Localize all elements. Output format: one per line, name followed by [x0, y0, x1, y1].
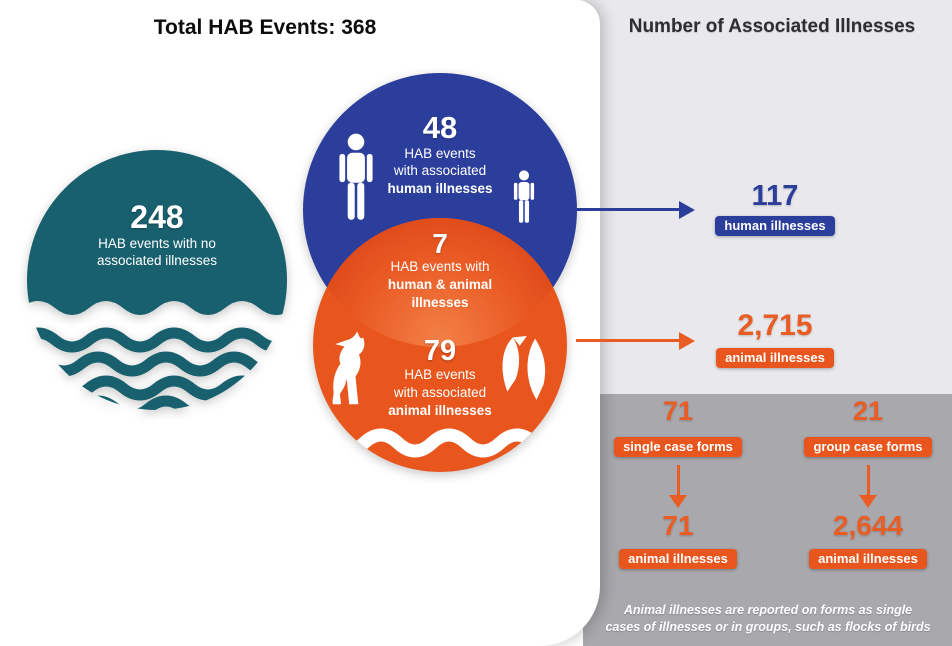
overlap-events-stat: 7 HAB events with human & animal illness… — [355, 229, 525, 312]
total-events-title: Total HAB Events: 368 — [153, 16, 377, 39]
human-illness-badge: human illnesses — [715, 216, 835, 237]
arrow-down-group — [866, 464, 870, 496]
single-result-badge: animal illnesses — [619, 549, 737, 570]
no-illness-caption: HAB events with no associated illnesses — [96, 235, 218, 269]
overlap-events-value: 7 — [432, 228, 448, 259]
no-illness-value: 248 — [130, 199, 184, 235]
overlap-events-caption: HAB events with human & animal illnesses — [387, 259, 493, 311]
animal-events-caption: HAB events with associated animal illnes… — [388, 367, 492, 419]
single-case-forms-badge: single case forms — [614, 436, 742, 457]
person-icon — [339, 133, 373, 220]
breakdown-footnote: Animal illnesses are reported on forms a… — [605, 603, 931, 634]
arrow-down-single — [676, 464, 680, 496]
group-result-badge: animal illnesses — [809, 549, 927, 570]
arrow-animal-illnesses — [576, 339, 680, 342]
single-case-count: 71 — [662, 396, 694, 426]
single-case-result: 71 — [662, 509, 694, 541]
human-illness-total: 117 human illnesses — [700, 180, 850, 237]
group-case-column: 21 group case forms 2,644 animal illness… — [793, 396, 943, 570]
human-illness-value: 117 — [751, 180, 799, 212]
human-events-caption: HAB events with associated human illness… — [387, 145, 493, 197]
animal-events-stat: 79 HAB events with associated animal ill… — [345, 336, 535, 420]
group-case-result: 2,644 — [832, 509, 904, 541]
dog-icon — [332, 331, 365, 405]
illness-breakdown-panel — [583, 394, 952, 646]
animal-events-value: 79 — [423, 335, 457, 367]
group-case-count: 21 — [852, 396, 884, 426]
animal-illness-total: 2,715 animal illnesses — [695, 310, 855, 368]
animal-illness-value: 2,715 — [737, 309, 813, 342]
arrow-human-illnesses — [570, 208, 680, 211]
water-waves-icon — [27, 150, 287, 410]
human-events-value: 48 — [422, 110, 458, 145]
no-illness-stat: 248 HAB events with no associated illnes… — [57, 199, 257, 270]
venn-diagram — [303, 73, 577, 472]
illness-totals-panel — [583, 0, 952, 394]
single-case-column: 71 single case forms 71 animal illnesses — [603, 396, 753, 570]
fish-icon — [502, 336, 546, 400]
animal-illness-badge: animal illnesses — [716, 347, 834, 368]
associated-illnesses-title: Number of Associated Illnesses — [628, 16, 916, 37]
group-case-forms-badge: group case forms — [804, 436, 932, 457]
human-events-stat: 48 HAB events with associated human illn… — [350, 110, 530, 198]
person-icon — [513, 170, 535, 223]
